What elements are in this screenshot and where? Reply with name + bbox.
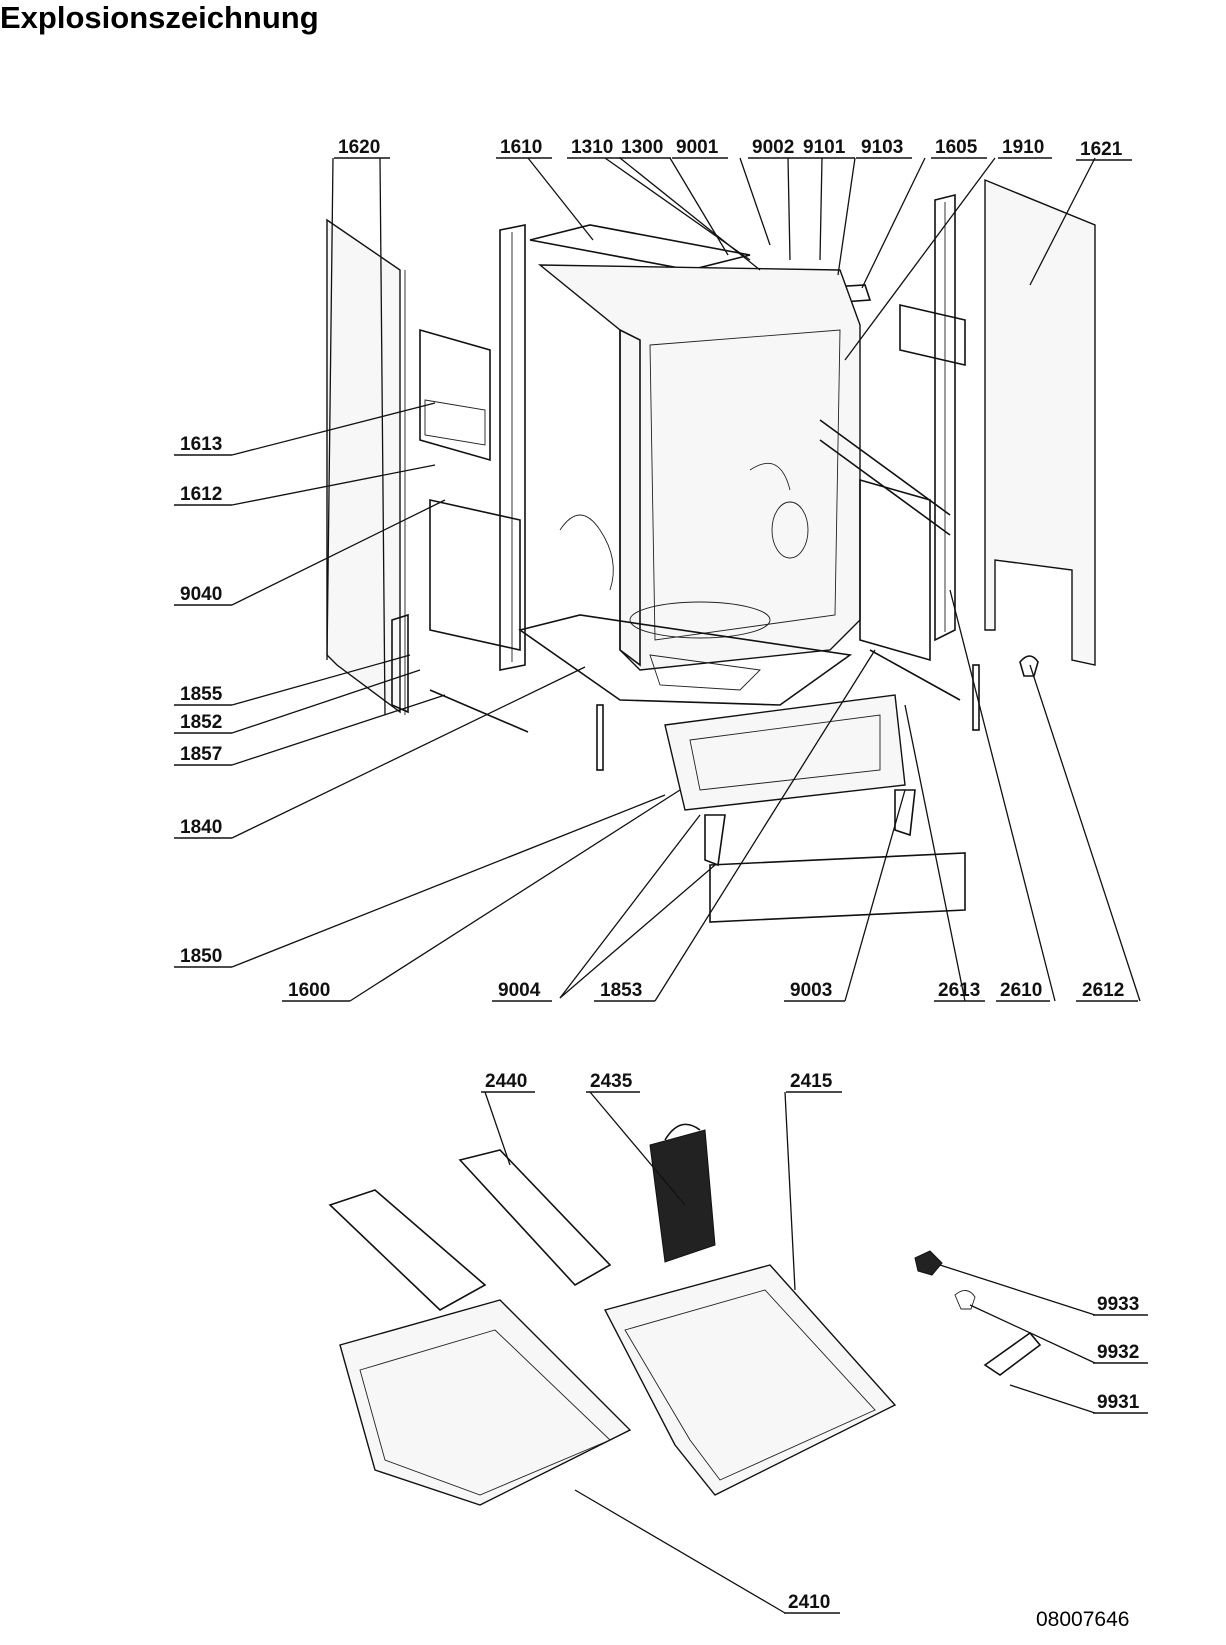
svg-text:1610: 1610: [500, 137, 542, 158]
callout-1605: 1605: [931, 137, 987, 159]
callout-1840: 1840: [174, 817, 232, 839]
callout-1300: 1300: [619, 137, 671, 159]
svg-text:9933: 9933: [1097, 1294, 1139, 1315]
callout-1910: 1910: [998, 137, 1052, 159]
svg-text:1910: 1910: [1002, 137, 1044, 158]
svg-text:2415: 2415: [790, 1071, 833, 1092]
callout-9004: 9004: [492, 980, 552, 1002]
svg-text:9932: 9932: [1097, 1342, 1139, 1363]
callout-9932: 9932: [1093, 1342, 1148, 1364]
callout-2415: 2415: [786, 1071, 842, 1093]
svg-text:1852: 1852: [180, 712, 222, 733]
svg-text:2440: 2440: [485, 1071, 527, 1092]
svg-text:1840: 1840: [180, 817, 222, 838]
callout-2613: 2613: [934, 980, 985, 1002]
svg-text:1857: 1857: [180, 744, 222, 765]
svg-text:1310: 1310: [571, 137, 613, 158]
callout-1855: 1855: [174, 684, 232, 706]
callout-9002: 9002: [748, 137, 800, 159]
callout-9040: 9040: [174, 584, 232, 606]
dishwasher-parts-drawing: [326, 178, 1096, 1506]
callout-2440: 2440: [481, 1071, 535, 1093]
callout-1310: 1310: [567, 137, 621, 159]
svg-text:1621: 1621: [1080, 139, 1123, 160]
callout-1857: 1857: [174, 744, 232, 766]
callout-1612: 1612: [174, 484, 232, 506]
svg-text:1300: 1300: [621, 137, 663, 158]
svg-text:9040: 9040: [180, 584, 222, 605]
callout-9931: 9931: [1093, 1392, 1148, 1414]
page-title: Explosionszeichnung: [0, 0, 319, 35]
svg-text:1605: 1605: [935, 137, 978, 158]
svg-text:2410: 2410: [788, 1592, 830, 1613]
svg-text:2435: 2435: [590, 1071, 633, 1092]
svg-text:9001: 9001: [676, 137, 719, 158]
document-number: 08007646: [1036, 1608, 1130, 1631]
svg-text:1612: 1612: [180, 484, 222, 505]
svg-text:1613: 1613: [180, 434, 222, 455]
svg-text:1853: 1853: [600, 980, 642, 1001]
leader-lines: [231, 157, 1141, 1614]
callout-2612: 2612: [1076, 980, 1138, 1002]
callout-9103: 9103: [856, 137, 912, 159]
callout-9933: 9933: [1093, 1294, 1148, 1316]
callout-1610: 1610: [496, 137, 552, 159]
svg-text:9002: 9002: [752, 137, 794, 158]
svg-text:1855: 1855: [180, 684, 223, 705]
callout-1852: 1852: [174, 712, 232, 734]
callout-9101: 9101: [800, 137, 855, 159]
svg-text:2612: 2612: [1082, 980, 1124, 1001]
svg-text:9103: 9103: [861, 137, 903, 158]
svg-text:2613: 2613: [938, 980, 980, 1001]
svg-text:9101: 9101: [803, 137, 846, 158]
callout-1853: 1853: [594, 980, 655, 1002]
callout-2410: 2410: [784, 1592, 840, 1614]
callout-1620: 1620: [334, 137, 390, 159]
svg-text:1620: 1620: [338, 137, 380, 158]
svg-text:1850: 1850: [180, 946, 222, 967]
svg-text:9003: 9003: [790, 980, 832, 1001]
callout-2610: 2610: [996, 980, 1050, 1002]
callout-2435: 2435: [586, 1071, 640, 1093]
callout-labels: 1620 1610 1310 1300 9001 9002 9101 9103 …: [174, 137, 1148, 1614]
callout-1613: 1613: [174, 434, 232, 456]
svg-text:9931: 9931: [1097, 1392, 1140, 1413]
svg-text:9004: 9004: [498, 980, 541, 1001]
callout-1850: 1850: [174, 946, 232, 968]
callout-9001: 9001: [672, 137, 728, 159]
callout-1621: 1621: [1076, 139, 1132, 161]
svg-text:1600: 1600: [288, 980, 330, 1001]
callout-9003: 9003: [784, 980, 845, 1002]
callout-1600: 1600: [282, 980, 350, 1002]
svg-text:2610: 2610: [1000, 980, 1042, 1001]
